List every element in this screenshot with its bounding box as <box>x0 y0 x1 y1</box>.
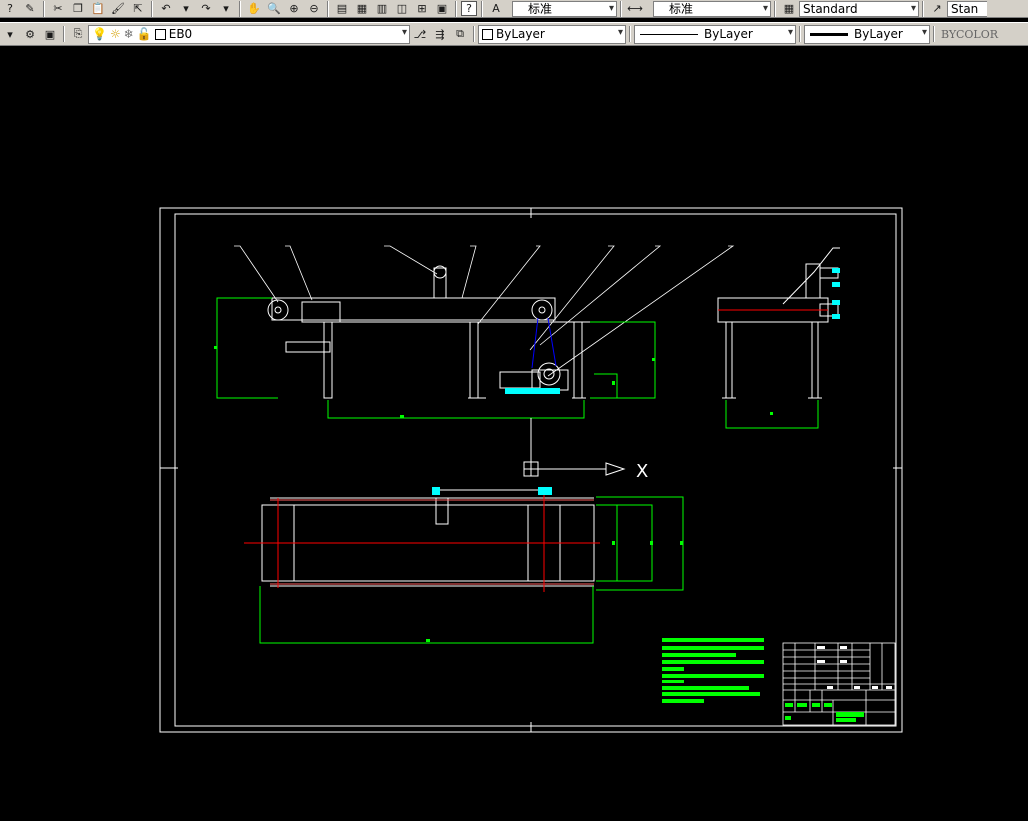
zoom-window-icon[interactable]: ⊕ <box>289 2 299 15</box>
drawing-canvas[interactable]: X <box>0 47 1028 821</box>
technical-notes <box>662 638 764 703</box>
sheet-inner-border <box>174 213 897 727</box>
color-swatch <box>482 28 493 40</box>
redo-dropdown-icon[interactable]: ▾ <box>223 2 229 15</box>
table-style-icon[interactable]: ▦ <box>783 2 795 15</box>
lineweight-value: ByLayer <box>854 27 903 41</box>
calculator-icon[interactable]: ▣ <box>436 2 448 15</box>
layer-value: EB0 <box>168 27 193 41</box>
toolbar-separator <box>151 0 153 17</box>
title-block <box>782 642 896 726</box>
zoom-realtime-icon[interactable]: 🔍 <box>267 2 281 15</box>
text-style-dropdown[interactable]: 标准 ▾ <box>512 0 617 17</box>
layer-match-icon[interactable]: ⇶ <box>435 27 445 41</box>
chevron-down-icon: ▾ <box>910 2 916 14</box>
ucs-x-label: X <box>636 461 648 482</box>
title-block-text <box>817 646 892 689</box>
title-block-green-text <box>785 703 864 722</box>
toolbar-separator <box>327 0 329 17</box>
plotstyle-value: BYCOLOR <box>941 27 998 41</box>
help-question-icon[interactable]: ? <box>461 1 477 16</box>
undo-dropdown-icon[interactable]: ▾ <box>183 2 189 15</box>
copy-icon[interactable]: ❐ <box>73 2 83 15</box>
toolbar-separator <box>922 0 924 17</box>
toolbar-separator <box>799 26 801 42</box>
leader-lines <box>234 245 735 377</box>
mleader-style-dropdown[interactable]: Stan <box>947 0 987 17</box>
color-value: ByLayer <box>496 27 545 41</box>
ucs-icon <box>523 418 626 477</box>
zoom-previous-icon[interactable]: ⊖ <box>309 2 319 15</box>
mleader-style-value: Stan <box>951 1 979 16</box>
layer-dropdown[interactable]: 💡 ☼ ❄ 🔓 EB0 ▾ <box>88 24 410 44</box>
chevron-down-icon: ▾ <box>617 26 623 38</box>
toolbar-gap <box>0 18 1028 22</box>
chevron-down-icon: ▾ <box>787 26 793 38</box>
redo-icon[interactable]: ↷ <box>201 2 211 15</box>
toolbar-separator <box>933 26 935 42</box>
chevron-down-icon: ▾ <box>608 2 614 14</box>
mleader-style-icon[interactable]: ↗ <box>932 2 942 15</box>
properties-icon[interactable]: ▤ <box>336 2 348 15</box>
lineweight-sample <box>810 32 848 36</box>
dim-style-dropdown[interactable]: 标准 ▾ <box>653 0 771 17</box>
chevron-down-icon: ▾ <box>762 2 768 14</box>
table-style-value: Standard <box>803 1 858 16</box>
paste-icon[interactable]: 📋 <box>91 2 105 15</box>
linetype-dropdown[interactable]: ByLayer ▾ <box>634 24 796 44</box>
top-view <box>244 487 684 644</box>
lock-icon: 🔓 <box>136 27 152 41</box>
pan-icon[interactable]: ✋ <box>247 2 261 15</box>
dim-style-icon[interactable]: ⟷ <box>627 2 643 15</box>
toolbar-separator <box>63 26 65 42</box>
chevron-down-icon: ▾ <box>921 26 927 38</box>
toolbar-separator <box>620 0 622 17</box>
toolbar-separator <box>455 0 457 17</box>
sheet-center-marks <box>160 208 902 732</box>
layer-isolate-icon[interactable]: ⧉ <box>456 27 464 40</box>
linetype-value: ByLayer <box>704 27 753 41</box>
text-style-value: 标准 <box>528 2 553 16</box>
lineweight-dropdown[interactable]: ByLayer ▾ <box>804 24 930 44</box>
sheet-set-icon[interactable]: ◫ <box>396 2 408 15</box>
match-properties-icon[interactable]: 🖌 <box>111 2 125 15</box>
dim-style-value: 标准 <box>669 2 694 16</box>
side-view <box>717 247 840 429</box>
plotstyle-dropdown[interactable]: BYCOLOR <box>938 24 1026 44</box>
chevron-down-icon[interactable]: ▾ <box>7 27 13 41</box>
toolbar-separator <box>481 0 483 17</box>
markup-icon[interactable]: ⊞ <box>417 2 427 15</box>
text-style-icon[interactable]: A <box>492 2 500 15</box>
layer-states-icon[interactable]: ▣ <box>44 27 56 41</box>
help-icon[interactable]: ? <box>7 2 13 15</box>
undo-icon[interactable]: ↶ <box>161 2 171 15</box>
linetype-sample <box>640 33 698 35</box>
chevron-down-icon: ▾ <box>401 26 407 38</box>
block-editor-icon[interactable]: ⇱ <box>133 2 143 15</box>
layer-previous-icon[interactable]: ⎘ <box>73 27 83 40</box>
freeze-icon: ❄ <box>123 27 134 41</box>
lightbulb-icon: 💡 <box>92 27 107 41</box>
front-dim-text <box>214 346 655 418</box>
toolbar-separator <box>774 0 776 17</box>
standard-toolbar: ? ✎ ✂ ❐ 📋 🖌 ⇱ ↶ ▾ ↷ ▾ ✋ 🔍 ⊕ ⊖ ▤ ▦ ▥ ◫ ⊞ … <box>0 0 1028 18</box>
toolbar-separator <box>473 26 475 42</box>
toolbar-separator <box>629 26 631 42</box>
tool-palettes-icon[interactable]: ▥ <box>376 2 388 15</box>
color-dropdown[interactable]: ByLayer ▾ <box>478 24 626 44</box>
front-dimensions <box>216 297 656 419</box>
layers-toolbar: ▾ ⚙ ▣ ⎘ 💡 ☼ ❄ 🔓 EB0 ▾ ⎇ ⇶ ⧉ ByLayer ▾ By… <box>0 22 1028 46</box>
toolbar-separator <box>239 0 241 17</box>
sun-icon: ☼ <box>109 27 121 41</box>
edit-icon[interactable]: ✎ <box>25 2 35 15</box>
toolbar-separator <box>43 0 45 17</box>
front-view <box>214 245 735 419</box>
make-current-icon[interactable]: ⎇ <box>413 27 427 41</box>
table-style-dropdown[interactable]: Standard ▾ <box>799 0 919 17</box>
layer-color-swatch <box>154 28 166 40</box>
design-center-icon[interactable]: ▦ <box>356 2 368 15</box>
layer-properties-icon[interactable]: ⚙ <box>25 27 35 41</box>
cut-icon[interactable]: ✂ <box>53 2 63 15</box>
